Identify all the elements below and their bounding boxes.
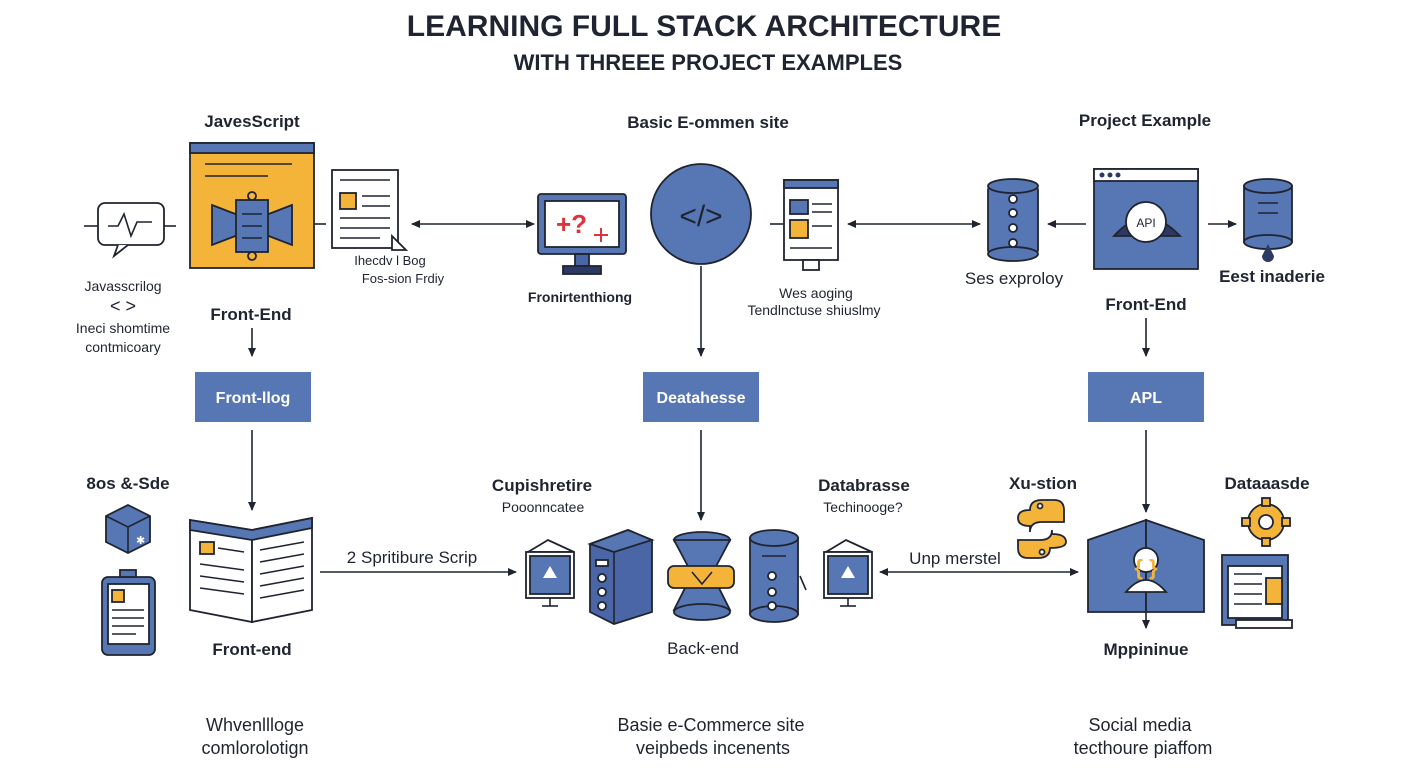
svg-text:+?: +? xyxy=(556,209,587,239)
monitor-icon: +? xyxy=(537,193,627,275)
right-footer-line-1: Social media xyxy=(1088,715,1192,735)
storage-drop-icon xyxy=(1243,178,1293,262)
profile-book-icon: { } xyxy=(1087,518,1205,629)
open-book-icon xyxy=(189,516,313,624)
svg-text:API: API xyxy=(1136,216,1155,230)
right-column-heading: Project Example xyxy=(1079,111,1211,130)
hourglass-backend-icon xyxy=(667,531,735,621)
database-cylinder-icon xyxy=(749,529,807,623)
front-llog-box xyxy=(195,372,311,422)
svg-text:{ }: { } xyxy=(1134,555,1158,580)
side-label-javascript: Javasscrilog xyxy=(84,278,161,294)
gear-icon xyxy=(1241,497,1291,547)
database-box-label: Deatahesse xyxy=(657,390,746,407)
dataaasde-label: Dataaasde xyxy=(1224,474,1309,493)
middle-column-heading: Basic E-ommen site xyxy=(627,113,789,132)
left-footer-line-2: comlorolotign xyxy=(201,738,308,758)
server-tower-icon xyxy=(587,529,655,625)
front-llog-box-label: Front-llog xyxy=(216,390,291,407)
book-label: Front-end xyxy=(212,640,291,659)
web-label-line-1: Wes aoging xyxy=(779,285,853,301)
script-label: 2 Spritibure Scrip xyxy=(347,548,477,567)
server-rack-icon xyxy=(987,178,1039,262)
cupid-sub-label: Pooonncatee xyxy=(502,499,585,515)
web-page-icon xyxy=(770,179,839,271)
doc-label-line-1: Ihecdv l Bog xyxy=(354,253,426,268)
upload-node-icon-left xyxy=(524,538,575,607)
est-label: Eest inaderie xyxy=(1219,267,1325,286)
apl-box-label: APL xyxy=(1130,390,1162,407)
javascript-window-icon xyxy=(189,142,326,269)
angle-brackets-icon: < > xyxy=(110,296,136,316)
web-label-line-2: Tendlnctuse shiuslmy xyxy=(747,302,880,318)
api-window-icon: API xyxy=(1093,168,1199,270)
left-footer-line-1: Whvenllloge xyxy=(206,715,304,735)
xu-label: Xu-stion xyxy=(1009,474,1077,493)
side-label-line-3: contmicoary xyxy=(85,339,160,355)
database-box xyxy=(643,372,759,422)
ses-label: Ses exproloy xyxy=(965,269,1064,288)
middle-footer-line-2: veipbeds incenents xyxy=(636,738,790,758)
unp-label: Unp merstel xyxy=(909,549,1001,568)
page-subtitle: WITH THREEE PROJECT EXAMPLES xyxy=(514,50,903,75)
right-front-end-label: Front-End xyxy=(1105,295,1186,314)
page-title: LEARNING FULL STACK ARCHITECTURE xyxy=(407,10,1001,43)
chat-heartbeat-icon xyxy=(84,202,176,259)
doc-label-line-2: Fos-sion Frdiy xyxy=(362,271,445,286)
backend-label: Back-end xyxy=(667,639,739,658)
left-mid-label: 8os &-Sde xyxy=(86,474,169,493)
document-icon xyxy=(331,169,409,251)
report-document-icon xyxy=(1221,554,1293,629)
side-label-line-2: Ineci shomtime xyxy=(76,320,170,336)
monitor-label: Fronirtenthiong xyxy=(528,289,632,305)
middle-footer-line-1: Basie e-Commerce site xyxy=(617,715,804,735)
cupid-label: Cupishretire xyxy=(492,476,592,495)
right-footer-line-2: tecthoure piaffom xyxy=(1074,738,1213,758)
apl-box xyxy=(1088,372,1204,422)
left-column-heading: JavesScript xyxy=(204,112,300,131)
mpp-label: Mppininue xyxy=(1104,640,1189,659)
upload-node-icon-right xyxy=(822,538,873,607)
cube-icon: ✱ xyxy=(105,503,151,555)
db-label: Databrasse xyxy=(818,476,910,495)
code-circle-icon: </> xyxy=(650,163,752,265)
svg-text:✱: ✱ xyxy=(136,535,145,547)
tablet-icon xyxy=(101,569,156,656)
db-sub-label: Techinooge? xyxy=(823,499,903,515)
python-logo-icon xyxy=(1017,499,1067,559)
left-front-end-label: Front-End xyxy=(210,305,291,324)
svg-text:</>: </> xyxy=(679,200,722,233)
